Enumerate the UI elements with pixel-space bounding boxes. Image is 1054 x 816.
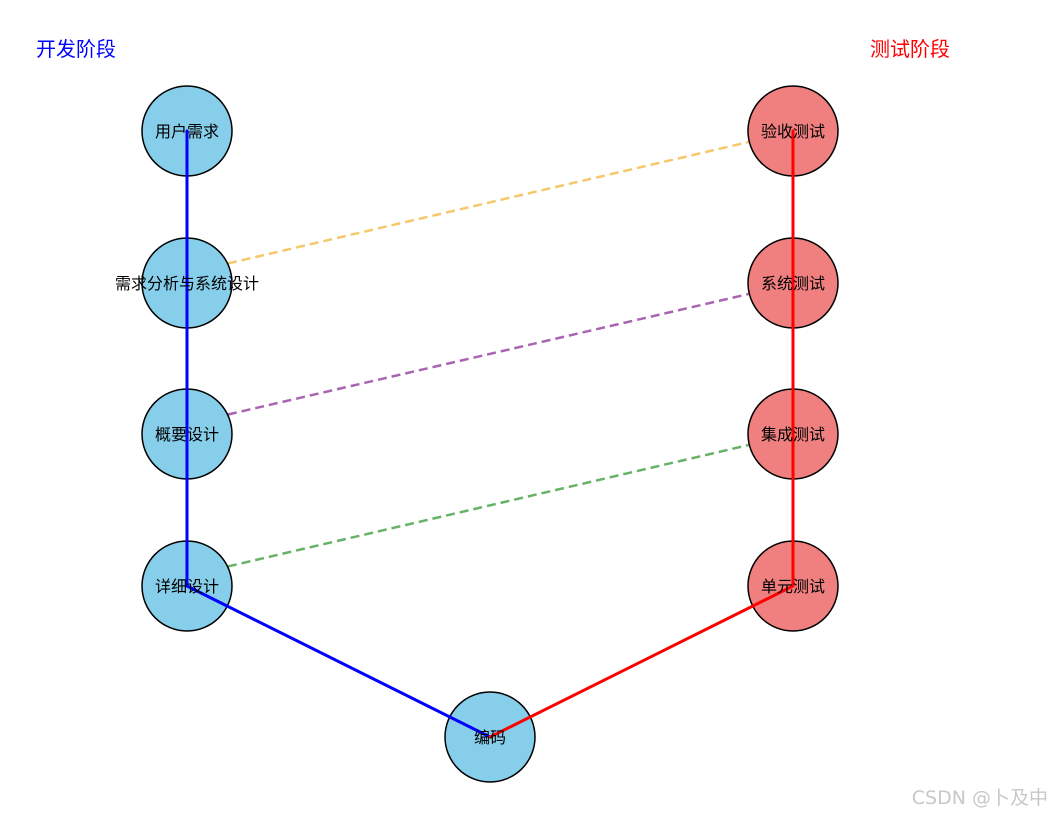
node-label-high-level-design: 概要设计 [155,425,219,444]
process-nodes [141,85,839,783]
node-label-unit-test: 单元测试 [761,577,825,596]
flow-edge-detailed_design-coding [185,584,492,739]
testing-phase-title: 测试阶段 [870,37,950,61]
node-label-requirements-analysis: 需求分析与系统设计 [115,274,259,293]
correspondence-edges [186,139,754,578]
flow-edge-coding-unit_test [488,584,795,739]
correspondence-edge-requirements_analysis-acceptance_test [186,139,754,275]
node-label-user-requirements: 用户需求 [155,122,219,141]
watermark: CSDN @卜及中 [911,787,1048,809]
correspondence-edge-high_level_design-system_test [186,291,754,426]
flow-edges [185,129,795,739]
node-label-acceptance-test: 验收测试 [761,122,825,141]
development-phase-title: 开发阶段 [36,37,116,61]
node-label-coding: 编码 [474,728,506,747]
node-label-detailed-design: 详细设计 [155,577,219,596]
correspondence-edge-detailed_design-integration_test [186,442,754,578]
node-label-integration-test: 集成测试 [761,425,825,444]
node-label-system-test: 系统测试 [761,274,825,293]
